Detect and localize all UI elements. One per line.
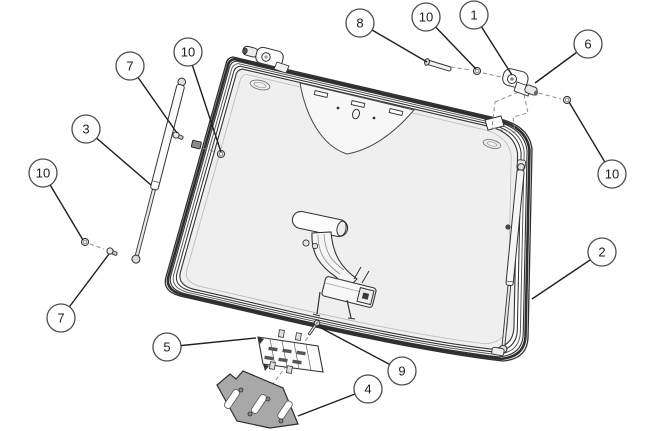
callout-10-top: 10 <box>411 2 441 32</box>
svg-text:7: 7 <box>126 59 133 74</box>
svg-text:10: 10 <box>36 166 50 181</box>
hinge-left <box>242 45 290 74</box>
callout-4: 4 <box>353 374 383 404</box>
svg-text:6: 6 <box>584 37 591 52</box>
assembly-axis-stud-upper <box>202 147 217 153</box>
hinge-bushing <box>524 84 539 96</box>
strut-lower-bracket <box>491 346 505 357</box>
strut-ball-mount-dot <box>505 224 511 230</box>
screw <box>307 319 321 336</box>
svg-text:10: 10 <box>605 167 619 182</box>
svg-text:1: 1 <box>470 8 477 23</box>
svg-text:8: 8 <box>356 16 363 31</box>
ball-stud-upper <box>171 130 185 142</box>
gas-strut-right <box>498 159 526 354</box>
svg-text:3: 3 <box>82 122 89 137</box>
nut-fastener <box>472 66 482 76</box>
frit-band <box>299 82 415 155</box>
callout-1: 1 <box>459 0 489 30</box>
callout-6: 6 <box>573 29 603 59</box>
gasket <box>216 370 299 429</box>
frit-dot <box>372 116 376 120</box>
frit-oval <box>352 108 360 120</box>
svg-text:2: 2 <box>598 245 605 260</box>
callout-3: 3 <box>71 114 101 144</box>
callout-10-left: 10 <box>28 158 58 188</box>
window-handle <box>291 210 377 320</box>
striker-plate <box>257 329 324 374</box>
callout-10-right: 10 <box>597 159 627 189</box>
callout-9: 9 <box>387 356 417 386</box>
svg-text:5: 5 <box>163 340 170 355</box>
callout-7-upper: 7 <box>115 51 145 81</box>
latch-stud <box>316 291 321 315</box>
callout-10-topleft: 10 <box>173 37 203 67</box>
latch-stud <box>346 299 352 319</box>
callout-7-lower: 7 <box>46 303 76 333</box>
callout-5: 5 <box>152 332 182 362</box>
assembly-axis-hinge <box>482 72 502 78</box>
assembly-axis-nut-right <box>538 92 562 100</box>
hinge-assembly-exploded <box>502 68 539 97</box>
svg-text:9: 9 <box>398 364 405 379</box>
svg-text:4: 4 <box>364 382 371 397</box>
latch-base <box>321 276 377 308</box>
hinge-recess-left <box>249 79 271 91</box>
callout-2: 2 <box>587 237 617 267</box>
hinge-mount-corner <box>482 115 505 149</box>
svg-text:10: 10 <box>181 45 195 60</box>
assembly-axis-stud-lower <box>89 243 105 250</box>
svg-text:7: 7 <box>57 311 64 326</box>
callout-8: 8 <box>345 8 375 38</box>
stud-mount-bracket <box>190 139 202 150</box>
frit-dot <box>336 106 340 110</box>
svg-text:10: 10 <box>419 10 433 25</box>
gas-strut-left <box>131 77 187 264</box>
hinge-pin <box>424 58 452 72</box>
